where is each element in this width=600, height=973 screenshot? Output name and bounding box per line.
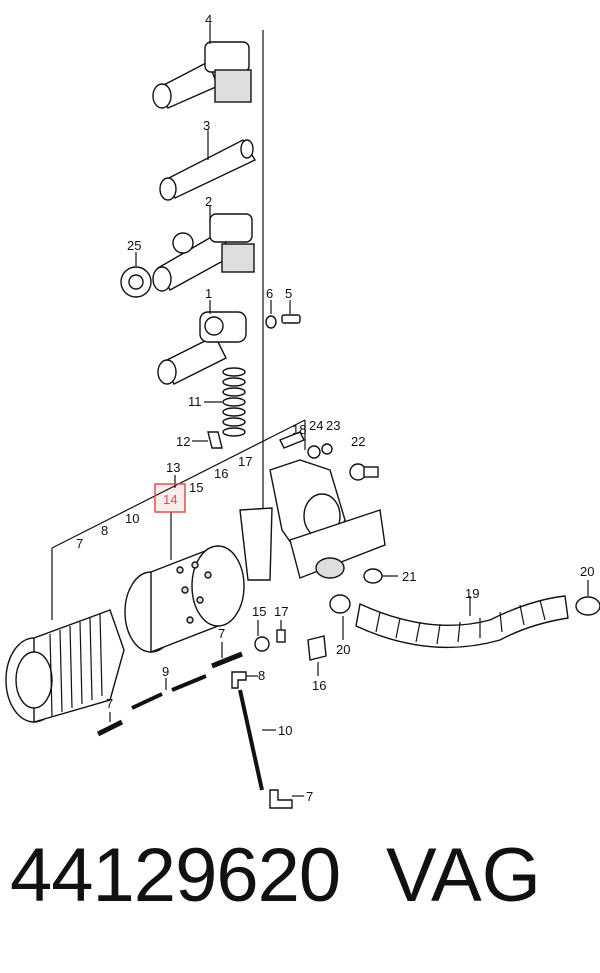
callout-label-25: 25: [127, 238, 141, 253]
brand-name: VAG: [386, 833, 541, 918]
part-6-washer: [265, 300, 277, 329]
part-23-washer: [321, 443, 333, 455]
footer-caption: 44129620 VAG: [0, 838, 600, 958]
part-16-bracket: [307, 635, 327, 676]
callout-label-7-bottom: 7: [306, 789, 313, 804]
callout-label-20-right: 20: [580, 564, 594, 579]
part-21-rubber-mount: [363, 568, 398, 584]
part-number: 44129620: [10, 833, 341, 918]
callout-label-2: 2: [205, 194, 212, 209]
part-5-screw: [281, 300, 301, 324]
part-20-clamp-left: [329, 594, 351, 640]
part-7-connector-mid: [211, 642, 243, 669]
callout-label-17-lower: 17: [274, 604, 288, 619]
callout-label-23: 23: [326, 418, 340, 433]
callout-label-15-upper: 15: [189, 480, 203, 495]
part-14-callout-highlight: [154, 483, 186, 513]
part-17-clip: [276, 620, 286, 643]
callout-label-10-lower: 10: [278, 723, 292, 738]
callout-label-1: 1: [205, 286, 212, 301]
callout-label-10-upper: 10: [125, 511, 139, 526]
callout-label-11: 11: [188, 394, 202, 409]
part-12-clip: [192, 431, 223, 449]
part-10-tube: [238, 689, 276, 791]
callout-label-16-lower: 16: [312, 678, 326, 693]
callout-label-8-lower: 8: [258, 668, 265, 683]
part-20-clamp-right: [575, 580, 600, 616]
part-25-seal-ring: [120, 252, 152, 298]
part-19-corrugated-hose: [355, 595, 569, 649]
callout-label-3: 3: [203, 118, 210, 133]
part-4-valve-actuator: [152, 24, 252, 109]
part-15-nipple: [254, 620, 270, 652]
callout-label-15-lower: 15: [252, 604, 266, 619]
callout-label-24: 24: [309, 418, 323, 433]
callout-label-16-upper: 16: [214, 466, 228, 481]
part-2-valve: [152, 206, 255, 292]
part-8-tee: [231, 671, 258, 689]
exploded-parts-diagram: 4 3 2 25 1 6 5 11 12 18 24 23 22 17 13 1…: [5, 12, 600, 809]
callout-label-17-upper: 17: [238, 454, 252, 469]
air-filter-housing: [5, 609, 125, 723]
callout-label-9: 9: [162, 664, 169, 679]
part-24-nut: [307, 445, 321, 459]
part-11-spring: [204, 367, 246, 437]
callout-label-21: 21: [402, 569, 416, 584]
callout-label-20-left: 20: [336, 642, 350, 657]
part-3-hose: [159, 130, 256, 201]
callout-label-5: 5: [285, 286, 292, 301]
callout-label-7-mid: 7: [218, 626, 225, 641]
part-7-connector-left: [96, 712, 124, 737]
callout-label-19: 19: [465, 586, 479, 601]
part-9-pipe: [131, 674, 207, 710]
part-14-filter-element: [124, 512, 245, 654]
part-1-valve: [157, 300, 247, 385]
callout-label-7-upper: 7: [76, 536, 83, 551]
callout-label-14: 14: [163, 492, 177, 507]
callout-label-12: 12: [176, 434, 190, 449]
part-22-sensor: [349, 463, 379, 481]
callout-label-7-left: 7: [106, 696, 113, 711]
callout-label-13: 13: [166, 460, 180, 475]
callout-label-6: 6: [266, 286, 273, 301]
callout-label-22: 22: [351, 434, 365, 449]
part-7-elbow-bottom: [269, 789, 304, 809]
callout-label-4: 4: [205, 12, 212, 27]
intake-housing-bracket: [239, 459, 386, 581]
part-18-tube: [279, 431, 305, 449]
callout-label-8-upper: 8: [101, 523, 108, 538]
callout-label-18: 18: [292, 422, 306, 437]
